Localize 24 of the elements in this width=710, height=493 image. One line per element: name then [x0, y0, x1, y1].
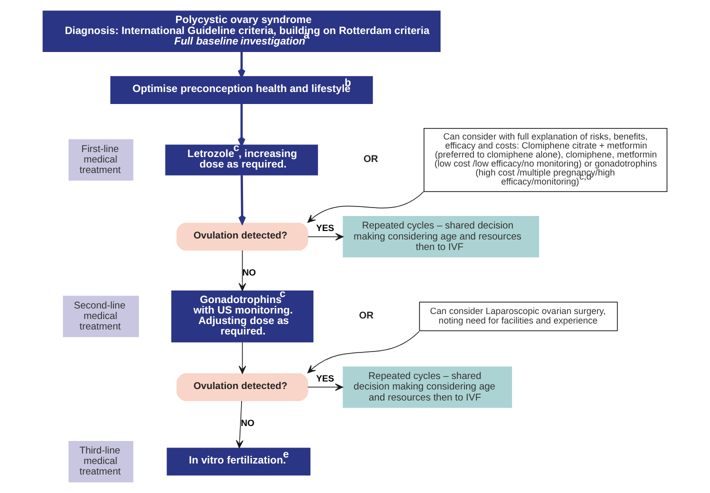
- label: OR: [363, 154, 378, 165]
- edge-label: NO: [240, 418, 254, 428]
- edge-label: NO: [242, 268, 256, 278]
- arrow: [307, 383, 344, 391]
- arrow: [238, 250, 246, 292]
- arrow: [307, 191, 424, 223]
- node-box: Second-line medical treatment: [62, 296, 139, 338]
- arrow: [238, 342, 246, 374]
- edge-label: YES: [316, 374, 334, 384]
- node-box: Ovulation detected?: [176, 373, 308, 402]
- arrow: [307, 331, 420, 374]
- node-box: Repeated cycles – shared decision making considering age and resources then to IVF: [342, 366, 512, 408]
- arrow: [238, 175, 246, 224]
- arrow: [238, 52, 246, 78]
- label: OR: [358, 310, 374, 322]
- arrow: [308, 232, 344, 240]
- node-box: Repeated cycles – shared decision making considering age and resources then to IVF: [342, 216, 540, 258]
- node-box: Third-line medical treatment: [68, 440, 134, 482]
- arrow: [238, 104, 246, 146]
- node-box: First-line medical treatment: [68, 139, 134, 181]
- node-box: Can consider Laparoscopic ovarian surgery, noting need for facilities and experience: [419, 302, 618, 332]
- node-box: Ovulation detected?: [176, 222, 308, 251]
- edge-label: YES: [316, 223, 334, 234]
- arrow: [236, 400, 244, 448]
